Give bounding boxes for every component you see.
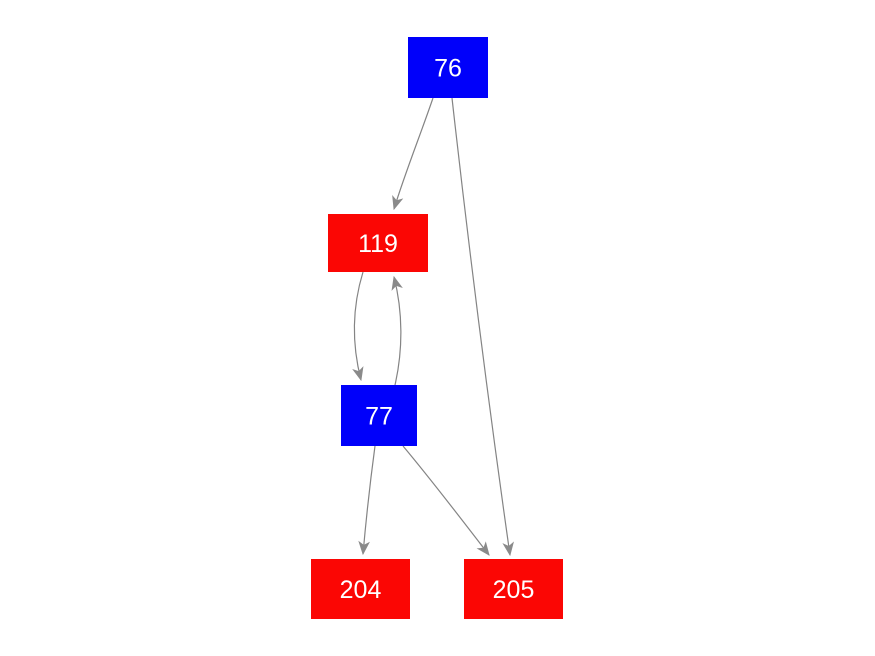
node-rect-205[interactable]: [464, 559, 563, 619]
node-rect-77[interactable]: [341, 385, 417, 446]
node-rect-204[interactable]: [311, 559, 410, 619]
node-label-76: 76: [434, 55, 462, 83]
graph-node-204[interactable]: 204: [311, 559, 410, 619]
graph-node-205[interactable]: 205: [464, 559, 563, 619]
edges-layer: [352, 97, 514, 557]
graph-node-76[interactable]: 76: [408, 37, 488, 98]
graph-node-77[interactable]: 77: [341, 385, 417, 446]
edge-76-119: [392, 97, 434, 211]
edge-77-204: [358, 445, 376, 556]
node-label-204: 204: [340, 576, 382, 604]
node-rect-119[interactable]: [328, 214, 428, 272]
graph-node-119[interactable]: 119: [328, 214, 428, 272]
edge-77-205: [402, 445, 490, 556]
node-label-119: 119: [358, 230, 398, 258]
node-label-205: 205: [493, 576, 535, 604]
nodes-layer: 76 119 77 204 205: [311, 37, 563, 619]
node-rect-76[interactable]: [408, 37, 488, 98]
edge-119-77: [352, 271, 364, 382]
edge-76-205: [451, 97, 514, 557]
edge-77-119: [391, 275, 403, 386]
node-label-77: 77: [365, 403, 393, 431]
